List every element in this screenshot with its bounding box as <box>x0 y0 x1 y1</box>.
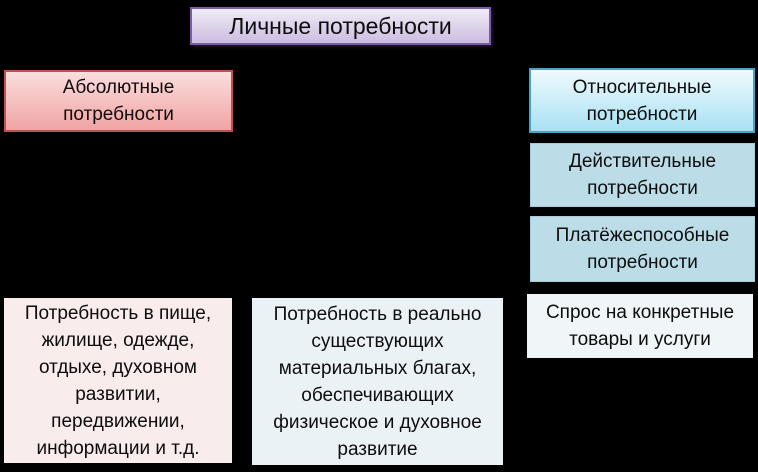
solvent-needs-label: Платёжеспособные потребности <box>555 225 730 273</box>
absolute-needs-description-label: Потребность в пище, жилище, одежде, отды… <box>24 302 212 459</box>
real-goods-description-label: Потребность в реально существующих матер… <box>273 303 482 460</box>
solvent-needs-box: Платёжеспособные потребности <box>530 216 755 282</box>
absolute-needs-label: Абсолютные потребности <box>62 77 175 125</box>
actual-needs-label: Действительные потребности <box>568 151 717 199</box>
demand-for-goods-box: Спрос на конкретные товары и услуги <box>527 294 753 358</box>
personal-needs-title-box: Личные потребности <box>190 7 491 45</box>
demand-for-goods-label: Спрос на конкретные товары и услуги <box>545 302 735 350</box>
absolute-needs-box: Абсолютные потребности <box>4 70 233 132</box>
absolute-needs-description-box: Потребность в пище, жилище, одежде, отды… <box>4 298 232 463</box>
relative-needs-label: Относительные потребности <box>572 76 712 125</box>
relative-needs-box: Относительные потребности <box>529 68 755 133</box>
real-goods-description-box: Потребность в реально существующих матер… <box>252 298 503 465</box>
actual-needs-box: Действительные потребности <box>530 143 755 207</box>
personal-needs-title-label: Личные потребности <box>229 12 452 39</box>
